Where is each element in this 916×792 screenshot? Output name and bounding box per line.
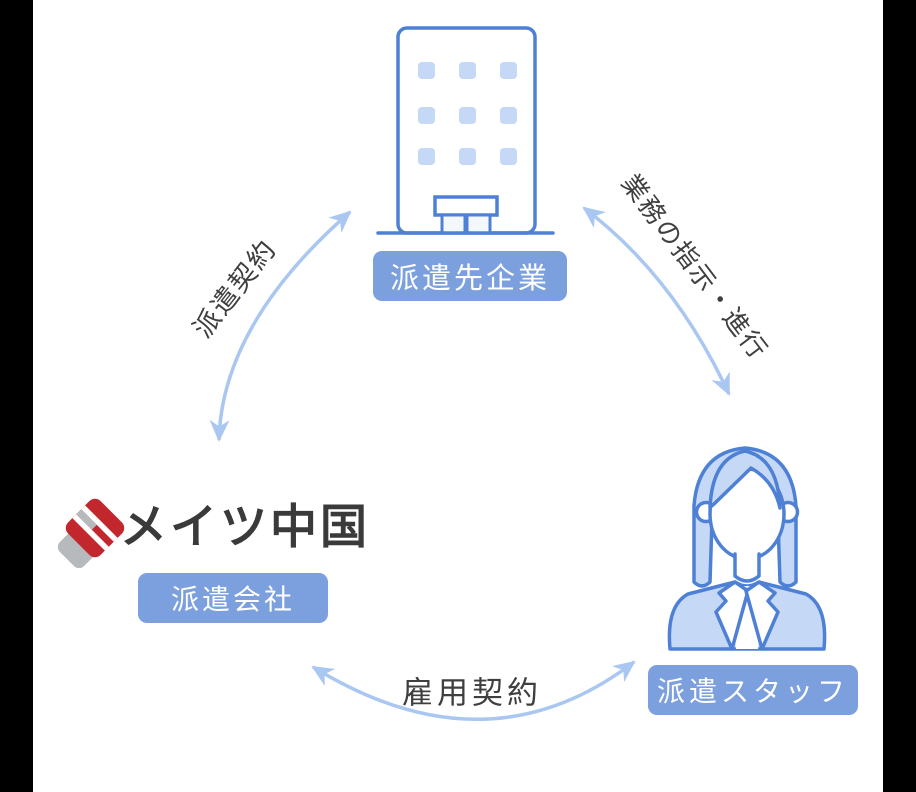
staff-badge-label: 派遣スタッフ (656, 675, 849, 708)
agency-badge-label: 派遣会社 (170, 583, 295, 616)
staff-badge: 派遣スタッフ (648, 665, 858, 715)
mates-china-logo-mark (57, 498, 125, 569)
agency-logo-text: メイツ中国 (120, 500, 370, 555)
right-letterbox-bar (883, 0, 916, 792)
client-company-badge: 派遣先企業 (373, 251, 567, 301)
office-building-icon (376, 26, 555, 235)
work-instruction-label: 業務の指示・進行 (614, 169, 774, 366)
employment-contract-label: 雇用契約 (402, 675, 542, 712)
dispatch-contract-label: 派遣契約 (187, 233, 284, 345)
female-staff-icon (667, 446, 827, 651)
left-letterbox-bar (0, 0, 33, 792)
agency-badge: 派遣会社 (138, 573, 328, 623)
client-company-badge-label: 派遣先企業 (389, 261, 550, 295)
